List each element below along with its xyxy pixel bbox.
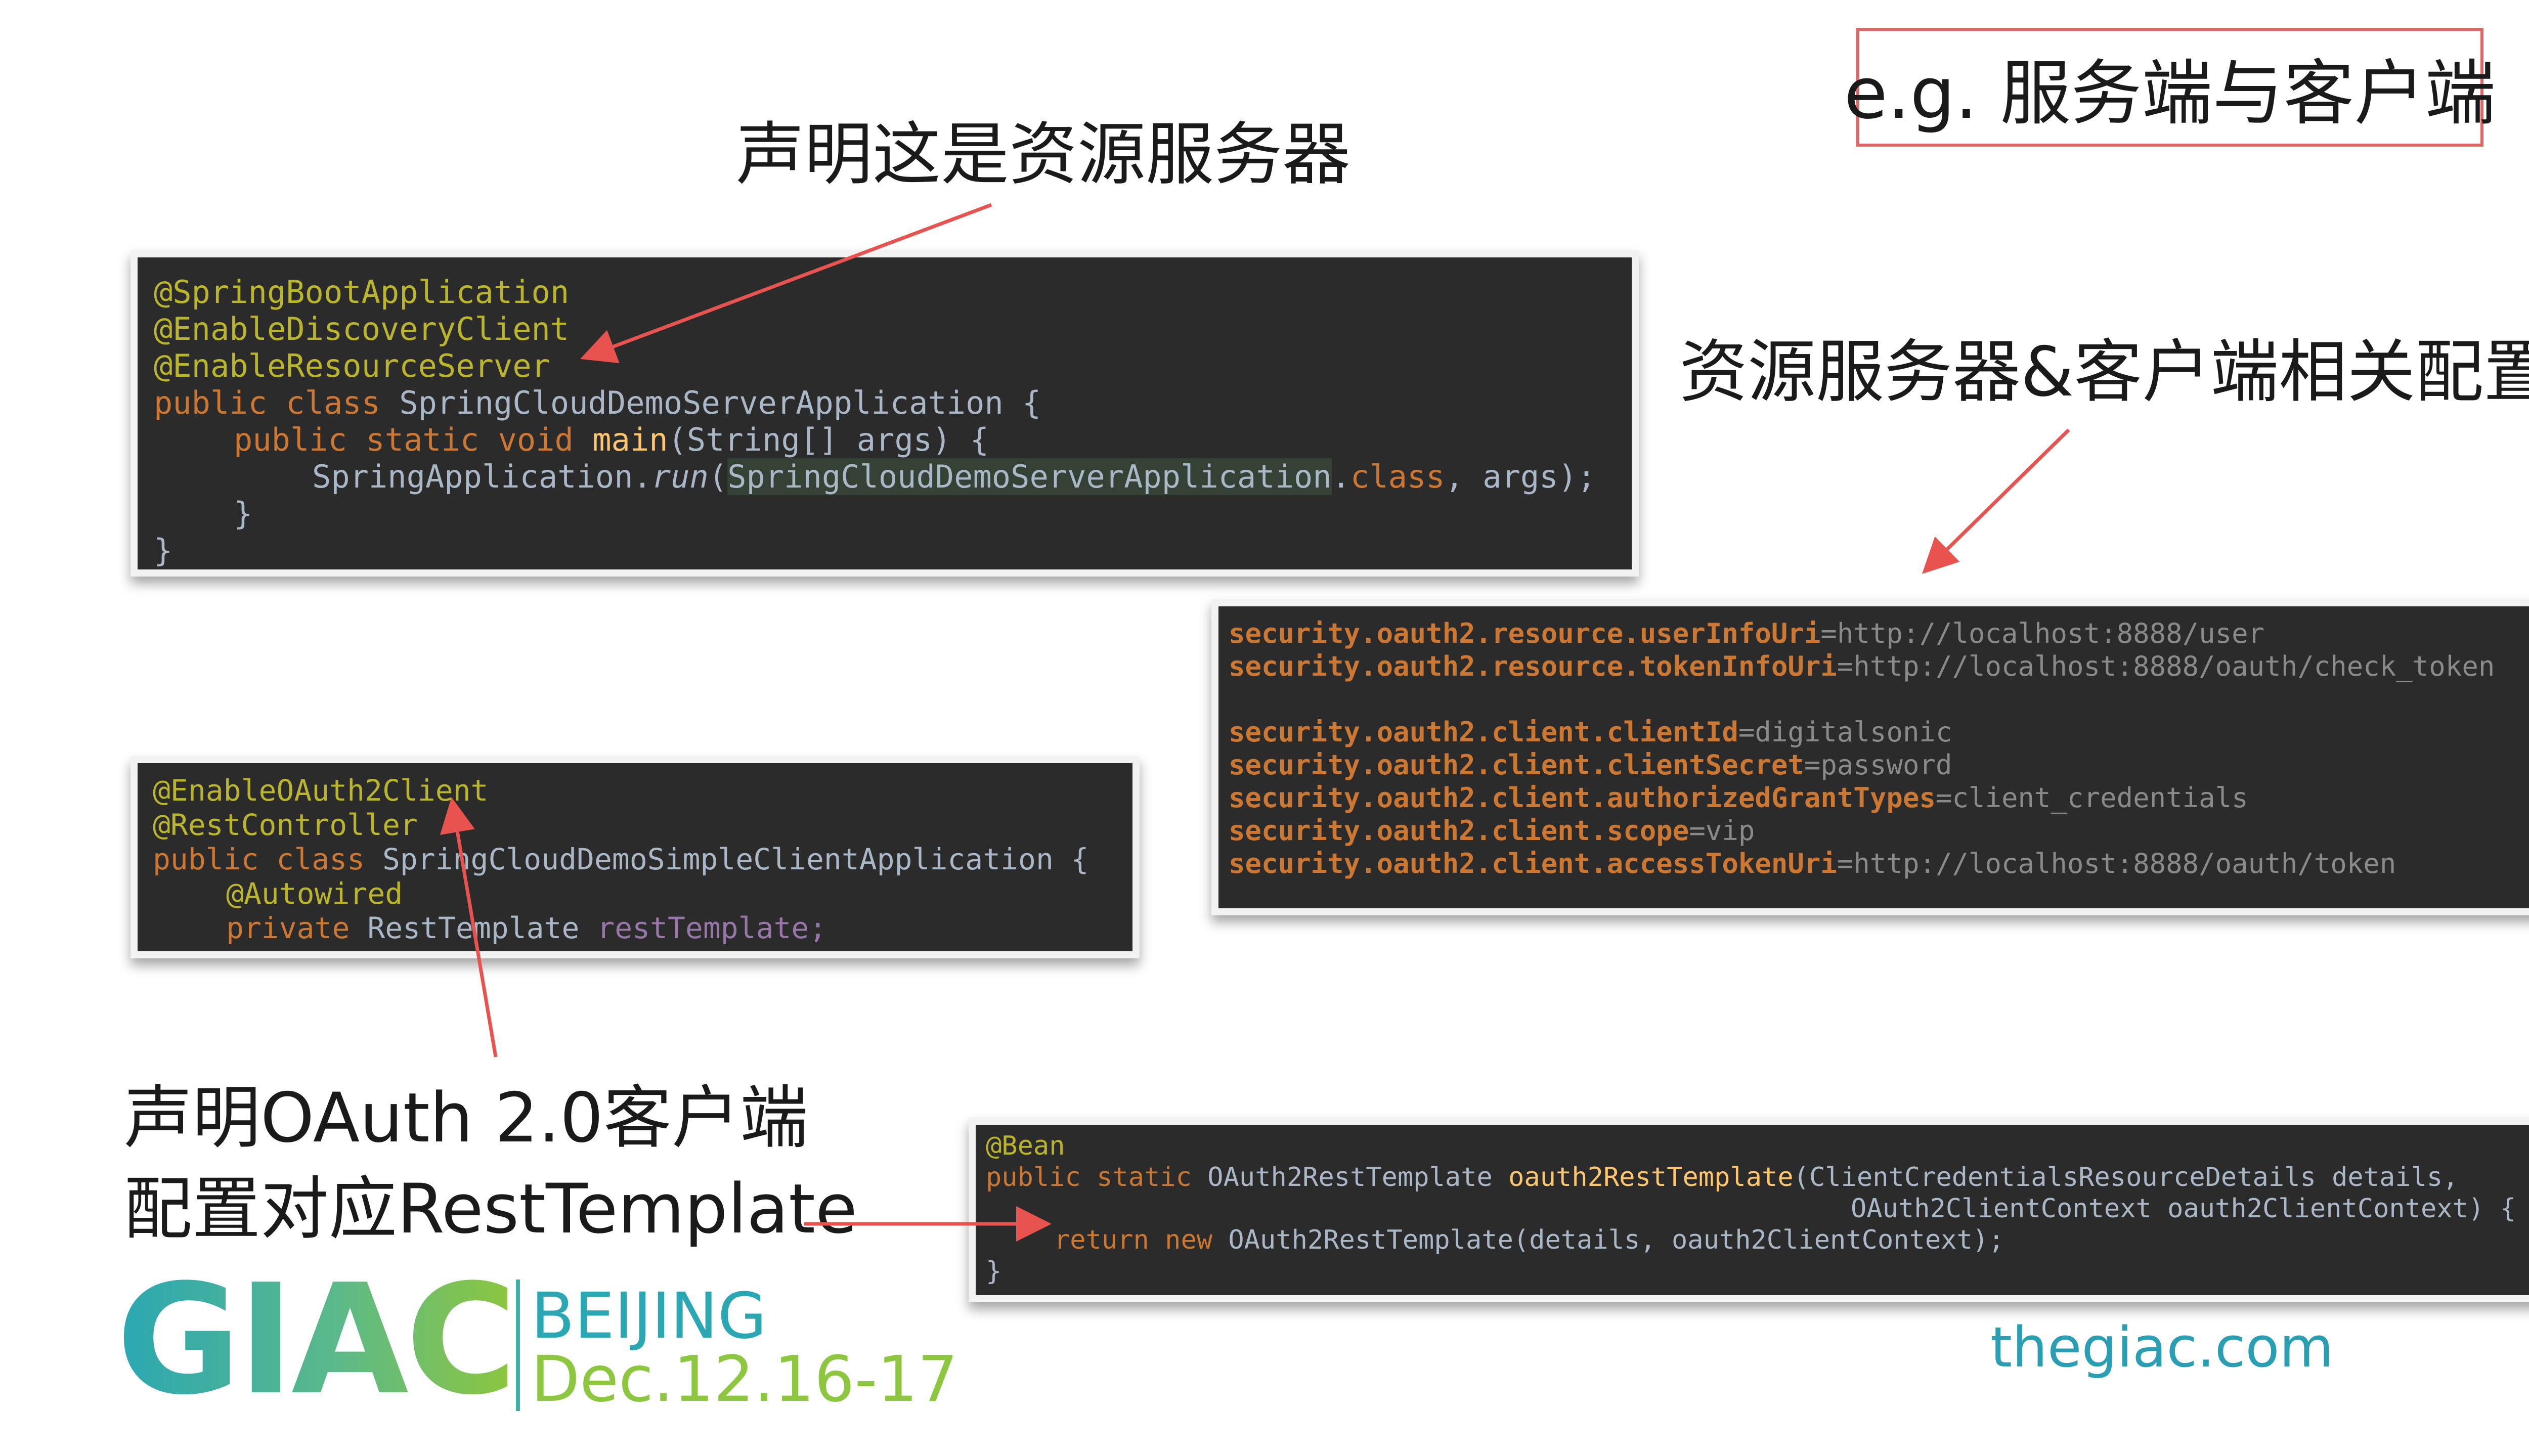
code-text: SpringApplication.	[312, 458, 652, 495]
config-value: =client_credentials	[1935, 782, 2248, 814]
example-tag-box: e.g. 服务端与客户端	[1844, 28, 2496, 147]
code-line: @Autowired	[226, 876, 403, 911]
logo-date: Dec.12.16-17	[531, 1343, 958, 1416]
code-text: (ClientCredentialsResourceDetails detail…	[1793, 1162, 2459, 1193]
config-value: =http://localhost:8888/oauth/token	[1837, 848, 2396, 879]
code-text: (String[] args) {	[668, 421, 989, 458]
code-line: return new OAuth2RestTemplate(details, o…	[1054, 1225, 2004, 1255]
config-value: =vip	[1689, 815, 1755, 847]
config-key: security.oauth2.resource.userInfoUri	[1229, 617, 1821, 649]
config-key: security.oauth2.resource.tokenInfoUri	[1229, 650, 1837, 682]
config-value: =http://localhost:8888/oauth/check_token	[1837, 650, 2495, 682]
code-line: @Bean	[986, 1131, 1065, 1161]
config-value: =digitalsonic	[1738, 716, 1952, 748]
code-line: @RestController	[153, 808, 418, 842]
code-text: .	[1331, 458, 1350, 495]
config-line: security.oauth2.client.scope=vip	[1229, 815, 1755, 847]
code-line: SpringApplication.run(SpringCloudDemoSer…	[312, 458, 1596, 495]
label-resource-server: 声明这是资源服务器	[736, 115, 1350, 194]
config-line: security.oauth2.client.accessTokenUri=ht…	[1229, 848, 2396, 879]
code-line: @EnableDiscoveryClient	[154, 311, 570, 347]
code-text: SpringCloudDemoServerApplication {	[399, 384, 1041, 421]
code-line: OAuth2ClientContext oauth2ClientContext)…	[1851, 1194, 2516, 1224]
code-function: oauth2RestTemplate	[1508, 1162, 1794, 1193]
code-line: private RestTemplate restTemplate;	[226, 911, 826, 945]
code-text: (	[708, 458, 728, 495]
logo-divider	[516, 1279, 520, 1411]
code-line: @SpringBootApplication	[154, 274, 570, 311]
label-rest-template: 配置对应RestTemplate	[124, 1169, 858, 1249]
code-function: main	[592, 421, 668, 458]
config-line: security.oauth2.resource.userInfoUri=htt…	[1229, 617, 2264, 649]
code-line: public static void main(String[] args) {	[234, 421, 989, 458]
config-line: security.oauth2.client.clientSecret=pass…	[1229, 749, 1952, 781]
config-value: =password	[1804, 749, 1952, 781]
site-url[interactable]: thegiac.com	[1990, 1315, 2334, 1380]
label-oauth-client: 声明OAuth 2.0客户端	[124, 1078, 808, 1158]
config-line: security.oauth2.resource.tokenInfoUri=ht…	[1229, 650, 2495, 682]
code-line: public class SpringCloudDemoServerApplic…	[154, 384, 1041, 421]
code-line: @EnableOAuth2Client	[153, 773, 489, 808]
code-text: , args);	[1445, 458, 1596, 495]
config-panel: security.oauth2.resource.userInfoUri=htt…	[1211, 599, 2529, 915]
code-line: }	[986, 1256, 1002, 1287]
code-keyword: public static	[986, 1162, 1208, 1193]
giac-logo: GIAC	[116, 1252, 517, 1428]
config-key: security.oauth2.client.clientId	[1229, 716, 1738, 748]
logo-city: BEIJING	[531, 1279, 767, 1353]
code-text: OAuth2RestTemplate(details, oauth2Client…	[1228, 1225, 2004, 1255]
arrow-to-config	[1922, 428, 2070, 574]
config-key: security.oauth2.client.accessTokenUri	[1229, 848, 1837, 879]
label-config: 资源服务器&客户端相关配置	[1679, 332, 2529, 412]
config-key: security.oauth2.client.clientSecret	[1229, 749, 1804, 781]
code-line: }	[234, 495, 253, 532]
code-keyword: public class	[153, 842, 382, 876]
code-keyword: return new	[1054, 1225, 1229, 1255]
example-tag: e.g. 服务端与客户端	[1844, 52, 2496, 135]
arrow-to-resource-server	[580, 203, 992, 364]
bean-code-panel: @Bean public static OAuth2RestTemplate o…	[969, 1118, 2529, 1302]
code-method: run	[651, 458, 709, 495]
code-line: public static OAuth2RestTemplate oauth2R…	[986, 1162, 2459, 1193]
server-code-panel: @SpringBootApplication @EnableDiscoveryC…	[130, 250, 1639, 577]
code-text: OAuth2RestTemplate	[1207, 1162, 1509, 1193]
config-value: =http://localhost:8888/user	[1820, 617, 2265, 649]
arrow-to-oauth-client	[440, 797, 498, 1057]
code-line: }	[154, 532, 173, 569]
code-keyword: public static void	[234, 421, 593, 458]
code-keyword: private	[226, 911, 368, 945]
code-keyword: public class	[154, 384, 400, 421]
code-keyword: class	[1350, 458, 1445, 495]
code-highlight: SpringCloudDemoServerApplication	[727, 458, 1332, 495]
code-line: @EnableResourceServer	[154, 347, 550, 384]
config-key: security.oauth2.client.authorizedGrantTy…	[1229, 782, 1936, 814]
client-code-panel: @EnableOAuth2Client @RestController publ…	[130, 756, 1140, 958]
code-text: SpringCloudDemoSimpleClientApplication {	[382, 842, 1089, 876]
config-key: security.oauth2.client.scope	[1229, 815, 1689, 847]
config-line: security.oauth2.client.clientId=digitals…	[1229, 716, 1952, 748]
code-field: restTemplate;	[597, 911, 827, 945]
config-line: security.oauth2.client.authorizedGrantTy…	[1229, 782, 2248, 814]
giac-logo-text: GIAC	[116, 1252, 517, 1428]
code-line: public class SpringCloudDemoSimpleClient…	[153, 842, 1089, 876]
